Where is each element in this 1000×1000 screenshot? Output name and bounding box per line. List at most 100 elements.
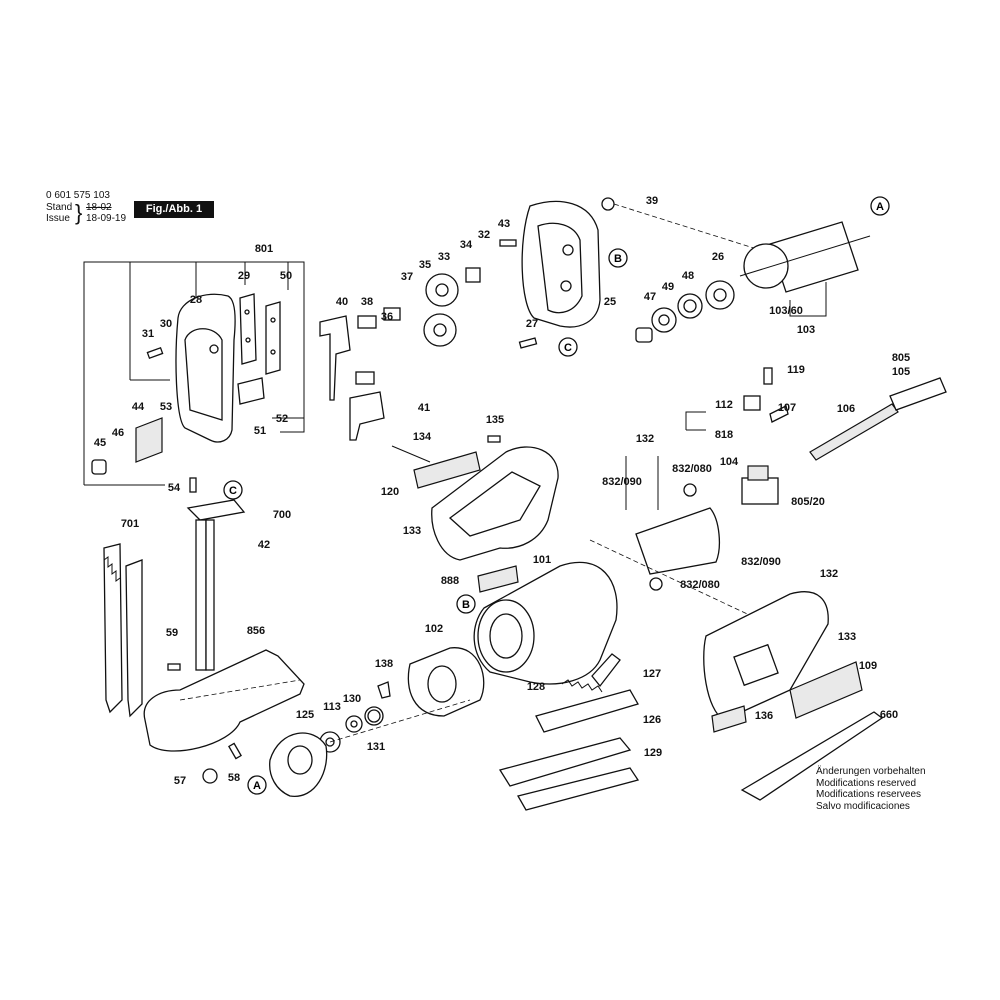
note-es: Salvo modificaciones [816, 800, 910, 812]
part-label: 50 [280, 270, 292, 282]
label-136 [711, 705, 747, 733]
part-label: 126 [643, 714, 661, 726]
screw-59 [167, 663, 181, 671]
part-label: 43 [498, 218, 510, 230]
scraper-660 [740, 711, 884, 801]
part-label: 34 [460, 239, 473, 251]
bracket-41 [349, 391, 385, 441]
callout-circles [223, 196, 890, 795]
part-label: 125 [296, 709, 314, 721]
screw-134 [391, 445, 431, 463]
part-label: 127 [643, 668, 661, 680]
stand-label: Stand [46, 202, 73, 213]
part-label: 132 [820, 568, 838, 580]
handle-cover-133 [431, 446, 559, 561]
pad-44 [135, 417, 163, 463]
switch-104 [741, 465, 779, 505]
washer-48 [677, 293, 703, 319]
power-cord-106 [809, 377, 947, 461]
part-label: 109 [859, 660, 877, 672]
part-label: 818 [715, 429, 733, 441]
handle-cover-133-right [703, 591, 829, 721]
part-label: 53 [160, 401, 172, 413]
part-label: 27 [526, 318, 538, 330]
part-label: 59 [166, 627, 178, 639]
part-label: 103 [797, 324, 815, 336]
pin-58 [228, 742, 242, 760]
knob-45 [91, 459, 107, 475]
bearing-flange-125 [269, 732, 328, 797]
part-label: 38 [361, 296, 373, 308]
part-label: 805/20 [791, 496, 825, 508]
block-38 [355, 315, 377, 385]
part-label: 133 [838, 631, 856, 643]
plunger-700 [186, 499, 246, 671]
part-label: 49 [662, 281, 674, 293]
spur-gear-35 [425, 273, 459, 307]
part-label: 128 [527, 681, 545, 693]
part-label: 102 [425, 623, 443, 635]
bracket-40 [319, 315, 351, 401]
part-label: 134 [413, 431, 432, 443]
part-label: 103/60 [769, 305, 803, 317]
part-label: 120 [381, 486, 399, 498]
figure-label: Fig./Abb. 1 [134, 201, 214, 218]
lever-127 [591, 653, 621, 688]
part-number: 0 601 575 103 [46, 190, 110, 201]
label-120 [413, 451, 481, 489]
part-label: 29 [238, 270, 250, 282]
part-label: 40 [336, 296, 348, 308]
blade-holder-cover [175, 293, 236, 443]
gear-housing-25 [521, 200, 601, 328]
part-label: 135 [486, 414, 504, 426]
part-label: 36 [381, 311, 393, 323]
nut-57 [202, 768, 218, 784]
date-brace: } [75, 200, 83, 225]
part-label: 856 [247, 625, 265, 637]
part-label: 35 [419, 259, 431, 271]
part-label: 37 [401, 271, 413, 283]
part-label: 660 [880, 709, 898, 721]
part-label: 46 [112, 427, 124, 439]
part-label: 105 [892, 366, 910, 378]
saw-blades-701 [103, 543, 143, 718]
note-fr: Modifications reservees [816, 789, 922, 800]
fan-49 [651, 307, 677, 333]
callout-letter: C [564, 342, 572, 354]
part-label: 832/080 [672, 463, 712, 475]
part-label: 101 [533, 554, 551, 566]
part-label: 119 [787, 364, 805, 376]
issue-label: Issue [46, 213, 70, 224]
part-label: 801 [255, 243, 273, 255]
part-label: 42 [258, 539, 270, 551]
guide-shoe-856 [143, 649, 305, 752]
spur-gear-33 [423, 313, 457, 347]
part-label: 832/090 [741, 556, 781, 568]
part-label: 47 [644, 291, 656, 303]
callout-letter: B [614, 253, 622, 265]
motor-housing-101 [473, 561, 618, 685]
part-label: 136 [755, 710, 773, 722]
part-label: 701 [121, 518, 139, 530]
part-label: 131 [367, 741, 385, 753]
part-label: 26 [712, 251, 724, 263]
part-label: 32 [478, 229, 490, 241]
switch-housing-832 [635, 483, 721, 591]
screw-27 [518, 337, 538, 349]
part-label: 31 [142, 328, 154, 340]
field-coil-102 [407, 647, 485, 717]
part-label: 45 [94, 437, 106, 449]
part-label: 33 [438, 251, 450, 263]
part-label: 48 [682, 270, 694, 282]
pin-54 [189, 477, 197, 493]
capacitor-112 [743, 395, 761, 411]
part-label: 832/090 [602, 476, 642, 488]
part-label: 39 [646, 195, 658, 207]
part-label: 51 [254, 425, 266, 437]
ball-bearing-26 [705, 280, 735, 310]
part-label: 130 [343, 693, 361, 705]
part-label: 57 [174, 775, 186, 787]
note-de: Änderungen vorbehalten [816, 766, 926, 777]
part-label: 129 [644, 747, 662, 759]
